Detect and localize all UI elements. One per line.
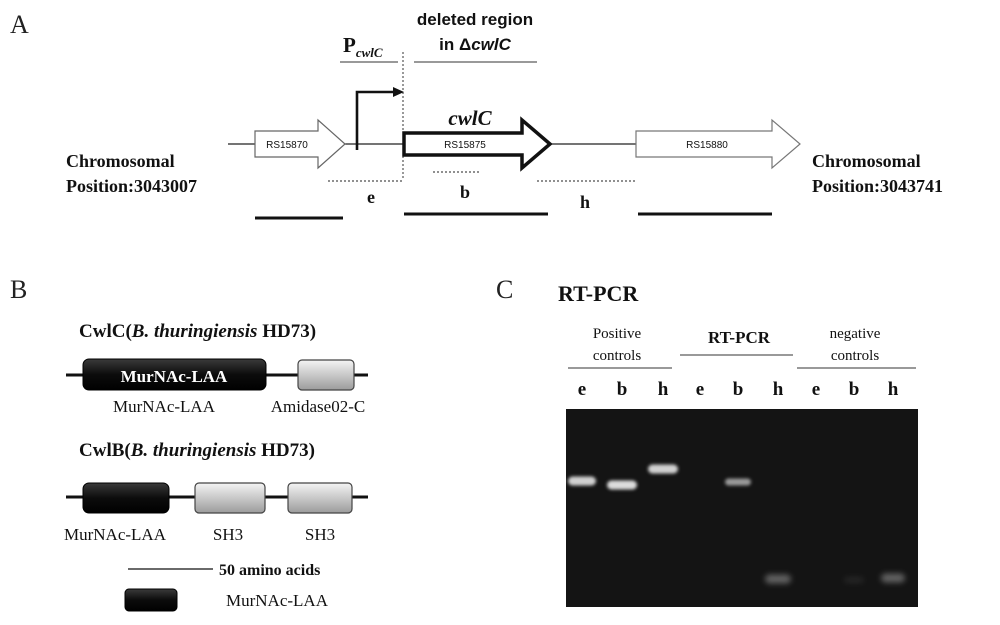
deleted-region-line1: deleted region bbox=[417, 10, 533, 29]
gel-band-lane-9 bbox=[881, 573, 905, 583]
scale-bar-label: 50 amino acids bbox=[219, 562, 320, 579]
cwlc-domain1-text: MurNAc-LAA bbox=[121, 367, 228, 386]
gene-label-rs15875: RS15875 bbox=[444, 140, 486, 151]
lane-label: h bbox=[773, 379, 784, 400]
lane-label: h bbox=[658, 379, 669, 400]
group-positive-line2: controls bbox=[593, 348, 641, 364]
promoter-arrowhead-icon bbox=[393, 87, 404, 97]
cwlb-sh3-domain-1 bbox=[194, 482, 266, 514]
panel-a: A deleted region in ΔcwlC PcwlC RS15870 … bbox=[10, 10, 943, 220]
group-positive-line1: Positive bbox=[593, 326, 642, 342]
gel-image bbox=[566, 409, 918, 607]
amplicon-h-label: h bbox=[580, 192, 590, 212]
amplicon-e-label: e bbox=[367, 187, 375, 207]
deleted-region-line2: in ΔcwlC bbox=[439, 35, 511, 54]
panel-c-title: RT-PCR bbox=[558, 281, 639, 306]
gel-band-lane-2 bbox=[607, 480, 637, 490]
cwlb-sh3-domain-2 bbox=[287, 482, 353, 514]
amplicon-b-label: b bbox=[460, 182, 470, 202]
gel-band-lane-1 bbox=[568, 476, 596, 486]
panel-b: B CwlC(B. thuringiensis HD73) MurNAc-LAA… bbox=[10, 275, 368, 612]
lane-label: h bbox=[888, 379, 899, 400]
right-position-line1: Chromosomal bbox=[812, 151, 921, 171]
gene-arrow-rs15875 bbox=[402, 116, 553, 172]
panel-c: C RT-PCR Positive controls RT-PCR negati… bbox=[496, 275, 918, 607]
cwlc-title: CwlC(B. thuringiensis HD73) bbox=[79, 321, 316, 342]
group-negative-line2: controls bbox=[831, 348, 879, 364]
lane-label: e bbox=[812, 379, 820, 400]
right-position-line2: Position:3043741 bbox=[812, 176, 943, 196]
gene-arrow-rs15870 bbox=[254, 118, 346, 170]
panel-c-letter: C bbox=[496, 275, 513, 304]
lane-label: b bbox=[849, 379, 860, 400]
cwlc-label2: Amidase02-C bbox=[271, 397, 365, 416]
lane-label: b bbox=[733, 379, 744, 400]
cwlb-label2: SH3 bbox=[213, 525, 243, 544]
left-position-line1: Chromosomal bbox=[66, 151, 175, 171]
gel-bands bbox=[568, 464, 905, 584]
promoter-label: PcwlC bbox=[343, 33, 383, 60]
lane-label: e bbox=[696, 379, 704, 400]
gene-label-rs15880: RS15880 bbox=[686, 140, 728, 151]
cwlc-murnac-laa-domain bbox=[82, 358, 267, 391]
lane-label: b bbox=[617, 379, 628, 400]
cwlc-amidase02-domain bbox=[297, 359, 355, 391]
cwlc-label1: MurNAc-LAA bbox=[113, 397, 216, 416]
lane-labels: e b h e b h e b h bbox=[578, 379, 899, 400]
legend-box-label: MurNAc-LAA bbox=[226, 591, 329, 610]
cwlb-label3: SH3 bbox=[305, 525, 335, 544]
promoter-arrow bbox=[355, 90, 396, 150]
panel-a-letter: A bbox=[10, 10, 29, 39]
gel-band-lane-8 bbox=[844, 577, 864, 583]
gel-band-lane-5 bbox=[725, 478, 751, 486]
gene-arrow-rs15880 bbox=[635, 118, 801, 170]
panel-b-letter: B bbox=[10, 275, 27, 304]
lane-label: e bbox=[578, 379, 586, 400]
cwlb-title: CwlB(B. thuringiensis HD73) bbox=[79, 440, 315, 461]
cwlb-murnac-laa-domain bbox=[82, 482, 170, 514]
gene-label-rs15870: RS15870 bbox=[266, 140, 308, 151]
group-negative-line1: negative bbox=[830, 326, 881, 342]
gel-band-lane-6 bbox=[765, 574, 791, 584]
cwlb-label1: MurNAc-LAA bbox=[64, 525, 167, 544]
gene-name-cwlc: cwlC bbox=[448, 106, 492, 130]
group-rtpcr-label: RT-PCR bbox=[708, 328, 771, 347]
left-position-line2: Position:3043007 bbox=[66, 176, 197, 196]
legend-dark-box bbox=[124, 588, 178, 612]
gel-band-lane-3 bbox=[648, 464, 678, 474]
